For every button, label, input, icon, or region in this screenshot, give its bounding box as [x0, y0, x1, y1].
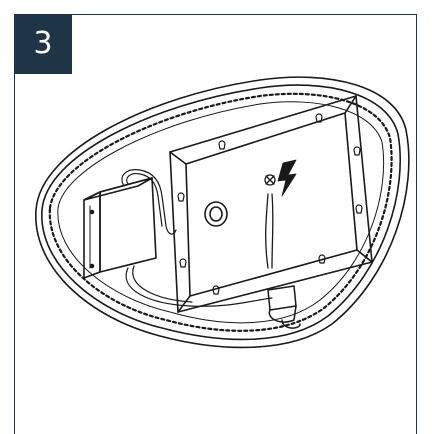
led-driver-box [83, 177, 157, 279]
keyhole-slot-icon [177, 113, 363, 295]
wire-connector-icon [264, 174, 276, 269]
installation-illustration [35, 76, 410, 349]
sensor-box [267, 285, 301, 329]
driver-cables [121, 169, 273, 307]
wall-junction-box [204, 201, 228, 227]
electric-bolt-icon [277, 159, 297, 197]
mirror-outer-rim [35, 76, 410, 349]
instruction-panel [14, 14, 417, 434]
mounting-frame [169, 95, 373, 313]
step-number-badge: 3 [14, 14, 72, 74]
mirror-led-strip [48, 92, 393, 332]
